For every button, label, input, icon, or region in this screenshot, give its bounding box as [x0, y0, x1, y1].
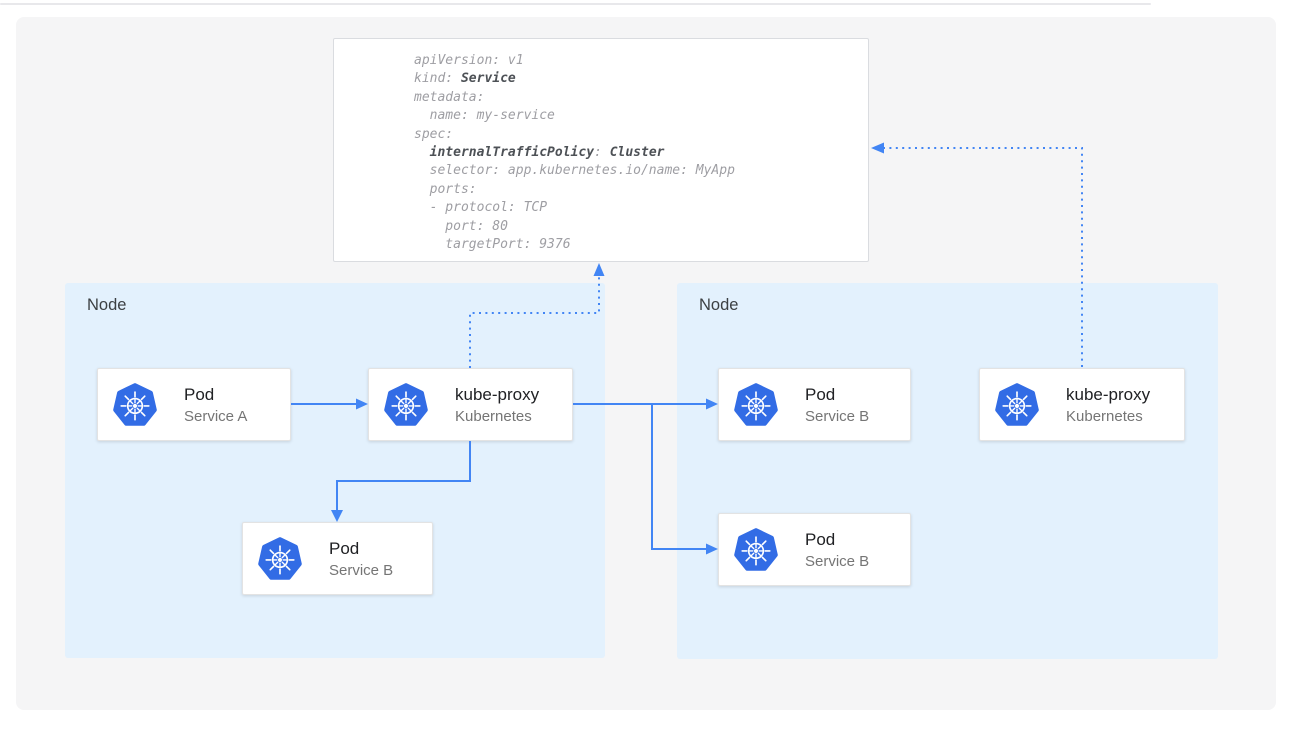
node-left-label: Node	[87, 296, 127, 314]
card-kube-proxy-left: kube-proxy Kubernetes	[368, 368, 573, 441]
code-line: apiVersion: v1	[414, 53, 524, 68]
kubernetes-icon	[733, 382, 779, 428]
card-title: Pod	[805, 384, 836, 404]
node-right-label: Node	[699, 296, 739, 314]
code-line: kind: Service	[414, 71, 516, 87]
card-pod-service-b-left: Pod Service B	[242, 522, 433, 595]
card-subtitle: Kubernetes	[455, 407, 532, 425]
card-title: kube-proxy	[1066, 384, 1151, 404]
card-pod-service-a: Pod Service A	[97, 368, 291, 441]
kubernetes-icon	[994, 382, 1040, 428]
card-subtitle: Kubernetes	[1066, 407, 1143, 425]
code-line: spec:	[414, 126, 454, 142]
node-right: Node	[677, 283, 1218, 659]
card-subtitle: Service B	[329, 561, 394, 579]
service-yaml-panel: apiVersion: v1 kind: Service metadata: nam…	[333, 38, 869, 262]
card-kube-proxy-right: kube-proxy Kubernetes	[979, 368, 1185, 441]
code-line: ports:	[414, 181, 477, 197]
card-subtitle: Service B	[805, 407, 870, 425]
card-title: kube-proxy	[455, 384, 540, 404]
card-subtitle: Service B	[805, 552, 870, 570]
card-pod-service-b-right-bottom: Pod Service B	[718, 513, 911, 586]
card-title: Pod	[805, 529, 836, 549]
kubernetes-icon	[383, 382, 429, 428]
code-line: selector: app.kubernetes.io/name: MyApp	[414, 163, 735, 179]
yaml-code: apiVersion: v1 kind: Service metadata: nam…	[414, 52, 860, 254]
code-line: metadata:	[414, 89, 485, 105]
kubernetes-icon	[112, 382, 158, 428]
code-line: port: 80	[414, 218, 508, 234]
code-line: name: my-service	[414, 108, 555, 124]
card-pod-service-b-right-top: Pod Service B	[718, 368, 911, 441]
kubernetes-icon	[733, 527, 779, 573]
node-left: Node	[65, 283, 605, 658]
card-subtitle: Service A	[184, 407, 248, 425]
card-title: Pod	[184, 384, 215, 404]
code-line: targetPort: 9376	[414, 237, 571, 253]
card-title: Pod	[329, 538, 360, 558]
code-line: internalTrafficPolicy: Cluster	[429, 145, 665, 161]
kubernetes-icon	[257, 536, 303, 582]
code-line: - protocol: TCP	[414, 200, 548, 216]
top-divider	[0, 3, 1151, 5]
